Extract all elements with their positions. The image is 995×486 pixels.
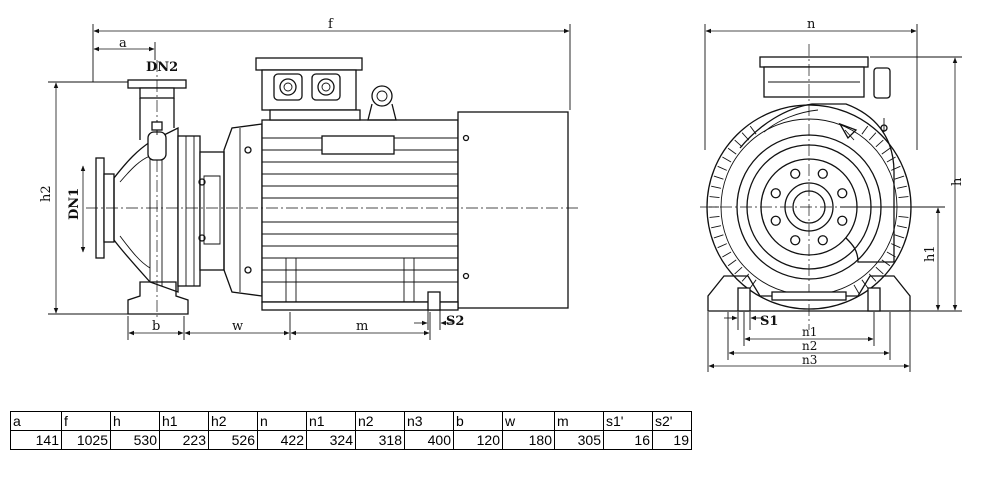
table-value-cell: 526 <box>208 430 258 450</box>
table-value-cell: 422 <box>257 430 307 450</box>
dim-label-dn1: DN1 <box>67 188 82 220</box>
dim-label-f: f <box>328 17 334 32</box>
table-value-cell: 19 <box>652 430 692 450</box>
table-value-cell: 400 <box>404 430 454 450</box>
table-value-cell: 120 <box>453 430 503 450</box>
dim-label-n1: n1 <box>802 325 817 339</box>
table-header-cell: m <box>554 411 604 431</box>
table-header-cell: h <box>110 411 160 431</box>
cooling-fins <box>709 125 909 294</box>
table-value-cell: 305 <box>554 430 604 450</box>
dim-label-h2: h2 <box>39 185 54 202</box>
table-value-cell: 141 <box>10 430 62 450</box>
table-value-cell: 1025 <box>61 430 111 450</box>
dim-label-a: a <box>119 36 127 51</box>
dim-label-dn2: DN2 <box>146 60 178 75</box>
table-value-cell: 223 <box>159 430 209 450</box>
dim-label-n: n <box>807 17 816 32</box>
dim-label-h: h <box>950 177 965 186</box>
dim-label-w: w <box>232 319 243 334</box>
dim-label-b: b <box>152 319 160 334</box>
dim-label-s2: S2 <box>446 314 464 329</box>
table-header-cell: n <box>257 411 307 431</box>
table-header-cell: s2' <box>652 411 692 431</box>
table-header-cell: a <box>10 411 62 431</box>
table-header-cell: h2 <box>208 411 258 431</box>
flange-bolts <box>770 168 848 246</box>
table-header-cell: f <box>61 411 111 431</box>
front-view: n h h1 <box>700 17 965 372</box>
table-header-cell: b <box>453 411 503 431</box>
table-value-cell: 16 <box>603 430 653 450</box>
table-header-cell: s1' <box>603 411 653 431</box>
pump-dimension-drawing: f a DN2 h2 DN1 <box>39 17 965 372</box>
dim-label-m: m <box>356 319 368 334</box>
dim-label-h1: h1 <box>923 245 938 262</box>
table-header-cell: h1 <box>159 411 209 431</box>
dim-label-n3: n3 <box>802 353 817 367</box>
table-value-cell: 324 <box>306 430 356 450</box>
table-header-cell: n3 <box>404 411 454 431</box>
table-header-cell: n1 <box>306 411 356 431</box>
table-value-cell: 318 <box>355 430 405 450</box>
dim-label-s1: S1 <box>760 314 778 329</box>
side-view: f a DN2 h2 DN1 <box>39 17 580 340</box>
table-header-cell: w <box>502 411 555 431</box>
table-value-cell: 180 <box>502 430 555 450</box>
table-value-cell: 530 <box>110 430 160 450</box>
table-header-cell: n2 <box>355 411 405 431</box>
dim-label-n2: n2 <box>802 339 817 353</box>
